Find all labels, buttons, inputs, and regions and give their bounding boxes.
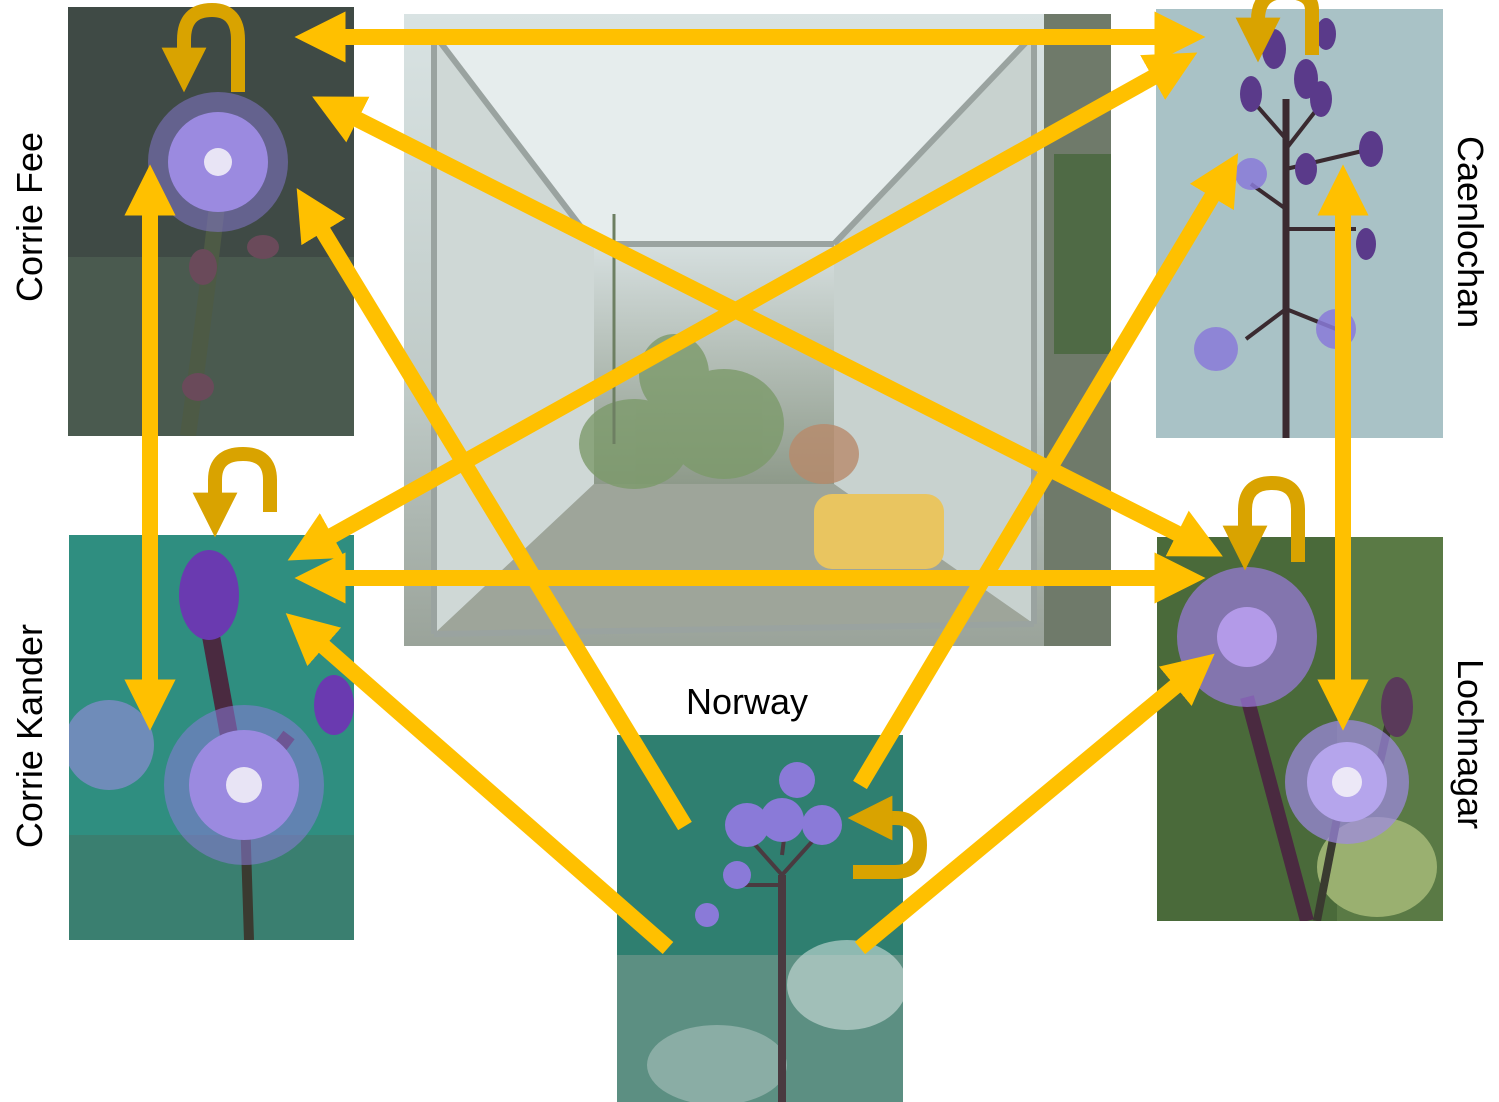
label-corrie-fee: Corrie Fee [12,152,48,302]
label-lochnagar: Lochnagar [1452,659,1488,809]
arrow-norway-lochnagar [860,670,1195,948]
corrie-fee-photo [68,7,354,436]
lochnagar-photo [1157,537,1443,921]
corrie-kander-photo [69,535,354,940]
greenhouse-cage-photo [404,14,1111,646]
label-norway: Norway [686,684,808,720]
label-caenlochan: Caenlochan [1452,136,1488,316]
arrow-norway-kander [305,630,668,948]
norway-photo [617,735,903,1102]
caenlochan-photo [1156,9,1443,438]
self-loop-corrie-kander [215,454,270,515]
label-corrie-kander: Corrie Kander [12,621,48,851]
